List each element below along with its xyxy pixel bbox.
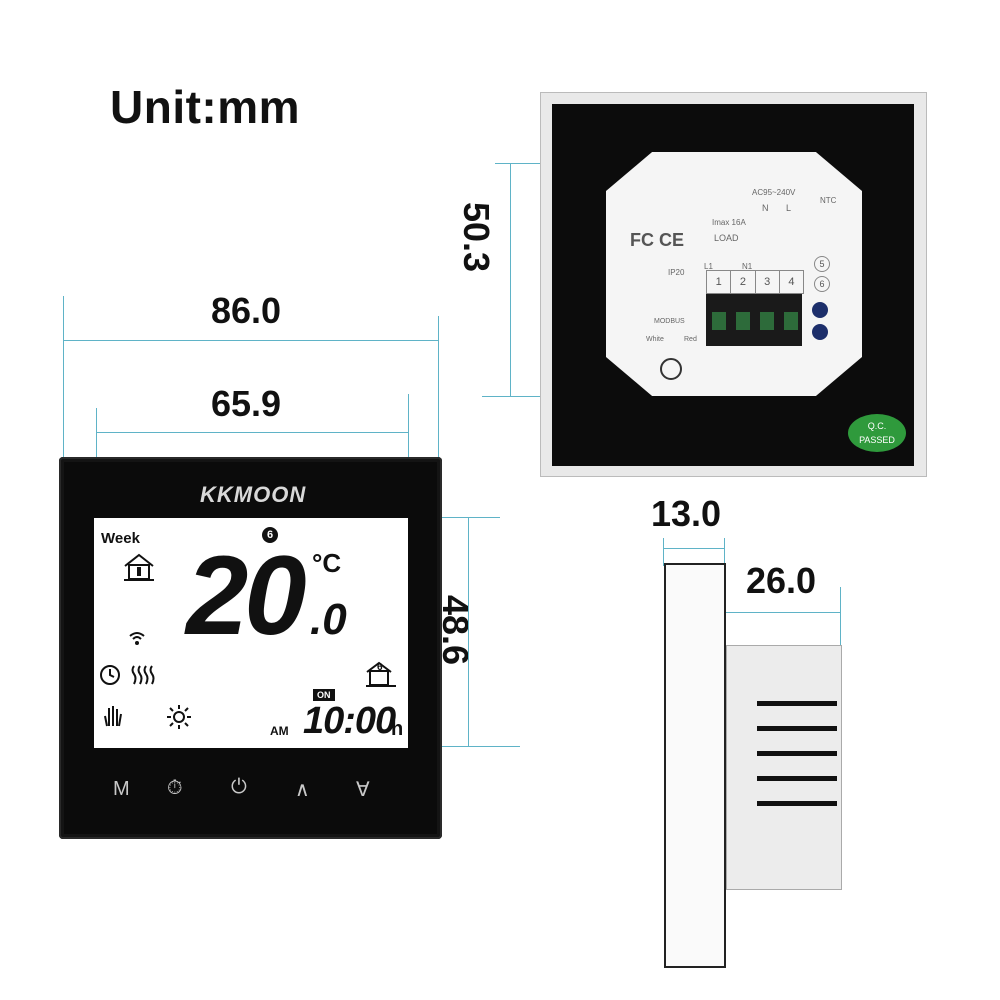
heating-icon (131, 665, 155, 685)
dimline-width-total-right (438, 316, 439, 461)
dimline-depth-front (663, 548, 724, 549)
dimline-width-total (63, 340, 439, 341)
qc-line2: PASSED (859, 435, 895, 445)
brand-logo: KKMOON (200, 482, 307, 507)
qc-line1: Q.C. (867, 421, 887, 431)
home-icon (124, 553, 154, 581)
temperature-value: 20 (186, 533, 307, 658)
week-label: Week (101, 530, 140, 547)
vent-slot (757, 776, 837, 781)
unit-title: Unit:mm (110, 81, 301, 133)
hand-icon (104, 706, 122, 727)
time-suffix: h (391, 718, 404, 740)
l1-label: L1 (704, 262, 713, 271)
imax-label: Imax 16A (712, 218, 746, 227)
sun-icon (167, 705, 191, 729)
dimline-width-screen (96, 432, 408, 433)
ntc-label: NTC (820, 196, 837, 205)
n-label: N (762, 203, 769, 213)
program-home-icon (366, 661, 396, 687)
dimline-width-screen-right (408, 394, 409, 518)
temperature-unit: °C (312, 548, 342, 578)
dimline-depth-front-left (663, 538, 664, 566)
terminal-screw-1[interactable] (712, 312, 726, 330)
program-badge: 6 (377, 662, 383, 673)
thermostat-side-front (664, 563, 726, 968)
back-module (606, 152, 862, 396)
modbus-white: White (646, 336, 664, 343)
load-label: LOAD (714, 233, 739, 243)
dimline-depth-back-right (840, 587, 841, 645)
dimline-height-module (510, 163, 511, 396)
mount-hole (660, 358, 682, 380)
terminal-4: 4 (788, 276, 795, 288)
terminal-block (706, 294, 802, 346)
cert-marks: FC CE (630, 230, 684, 250)
terminal-6: 6 (814, 276, 830, 292)
vent-slot (757, 726, 837, 731)
dimline-height-screen-top (396, 517, 500, 518)
terminal-5: 5 (814, 256, 830, 272)
wifi-icon (129, 632, 145, 645)
vent-slot (757, 801, 837, 806)
lcd-screen (94, 518, 408, 748)
modbus-label: MODBUS (654, 318, 685, 325)
vent-slot (757, 701, 837, 706)
terminal-screw-3[interactable] (760, 312, 774, 330)
n1-label: N1 (742, 262, 753, 271)
qc-passed-badge: Q.C. PASSED (848, 414, 906, 452)
thermostat-side-body (726, 645, 842, 890)
dim-depth-back: 26.0 (746, 560, 817, 601)
dimline-height-screen-bottom (396, 746, 520, 747)
dimline-width-total-left (63, 296, 64, 461)
l-label: L (786, 203, 792, 213)
dim-width-screen: 65.9 (211, 383, 282, 424)
down-button[interactable]: ∀ (356, 779, 370, 801)
ip-label: IP20 (668, 268, 685, 277)
clock-button[interactable]: ⏱ (167, 777, 183, 799)
day-badge: 6 (262, 527, 278, 543)
terminal-2: 2 (731, 271, 756, 293)
ntc-screw-top[interactable] (812, 302, 828, 318)
terminal-1: 1 (707, 271, 732, 293)
terminal-numbers: 1 2 3 4 (706, 270, 804, 294)
terminal-screw-2[interactable] (736, 312, 750, 330)
time-period: AM (270, 724, 289, 738)
dim-width-total: 86.0 (211, 290, 282, 331)
terminal-3: 3 (756, 271, 780, 293)
temperature-decimal: .0 (310, 595, 347, 644)
dim-depth-front: 13.0 (651, 493, 722, 534)
mode-button[interactable]: M (113, 778, 130, 800)
on-label: ON (313, 689, 335, 701)
time-value: 10:00 (303, 700, 396, 742)
ntc-screw-bottom[interactable] (812, 324, 828, 340)
dimline-depth-back (724, 612, 840, 613)
voltage-label: AC95~240V (752, 188, 796, 197)
power-button[interactable]: ⏻ (231, 776, 247, 798)
dim-height-module: 50.3 (456, 202, 497, 273)
clock-icon (100, 665, 120, 685)
terminal-screw-4[interactable] (784, 312, 798, 330)
up-button[interactable]: ∧ (295, 779, 310, 801)
modbus-red: Red (684, 336, 697, 343)
dimline-height-screen (468, 518, 469, 746)
vent-slot (757, 751, 837, 756)
